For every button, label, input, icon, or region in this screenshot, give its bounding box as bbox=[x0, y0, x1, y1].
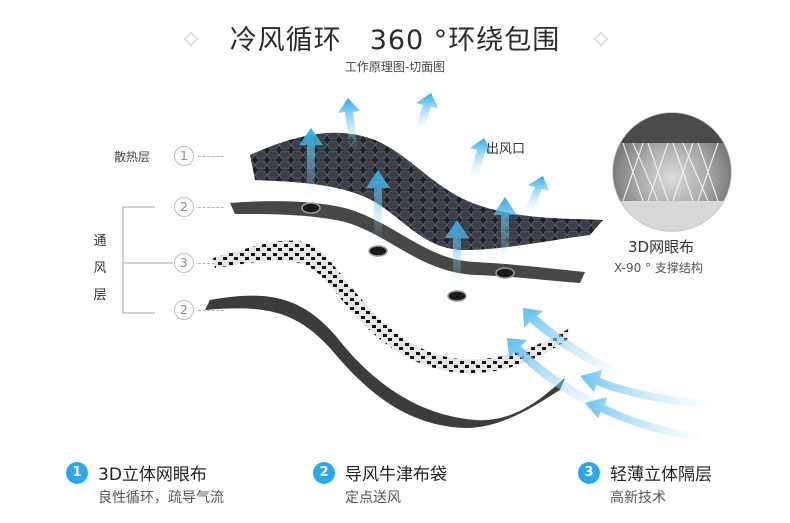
page-title: 冷风循环 360 °环绕包围 bbox=[0, 18, 790, 57]
mesh-closeup-subtitle: X-90 ° 支撑结构 bbox=[614, 261, 703, 275]
air-hole bbox=[368, 245, 388, 257]
feature-number-badge: 3 bbox=[578, 462, 600, 484]
second-oxford-layer bbox=[230, 201, 585, 283]
mesh-closeup-image bbox=[612, 112, 732, 232]
mesh-closeup-title: 3D网眼布 bbox=[628, 238, 695, 256]
vent-char-3: 层 bbox=[93, 288, 107, 303]
page-subtitle: 工作原理图-切面图 bbox=[344, 60, 446, 74]
middle-mesh-layer bbox=[213, 240, 570, 374]
layer-number-1: 1 bbox=[174, 146, 194, 166]
leader-line-3 bbox=[198, 263, 224, 264]
title-right: 360 °环绕包围 bbox=[369, 25, 561, 56]
side-airflow-arrows bbox=[580, 370, 720, 440]
upward-airflow-arrows bbox=[299, 93, 549, 285]
air-hole bbox=[495, 267, 515, 279]
feature-item-3: 3 轻薄立体隔层 高新技术 bbox=[578, 460, 778, 515]
leader-line-4 bbox=[198, 310, 224, 311]
layer-number-2-bottom: 2 bbox=[174, 300, 194, 320]
leader-line-1 bbox=[198, 156, 224, 157]
mesh-fiber-graphic bbox=[613, 113, 731, 231]
heat-layer-label: 散热层 bbox=[114, 150, 151, 164]
feature-title: 轻薄立体隔层 bbox=[610, 465, 712, 485]
layer-number-2-top: 2 bbox=[174, 197, 194, 217]
vent-layer-label: 通 风 层 bbox=[92, 228, 108, 309]
feature-item-2: 2 导风牛津布袋 定点送风 bbox=[313, 460, 513, 515]
title-left: 冷风循环 bbox=[229, 25, 342, 56]
air-hole bbox=[447, 290, 467, 302]
layer-diagram bbox=[205, 93, 625, 428]
feature-desc: 良性循环，疏导气流 bbox=[98, 490, 224, 506]
feature-item-1: 1 3D立体网眼布 良性循环，疏导气流 bbox=[66, 460, 266, 515]
feature-desc: 高新技术 bbox=[610, 490, 666, 506]
vent-char-1: 通 bbox=[93, 234, 107, 249]
top-honeycomb-layer bbox=[250, 132, 603, 250]
leader-line-2 bbox=[198, 207, 224, 208]
outlet-label: 出风口 bbox=[486, 142, 526, 157]
vent-layer-bracket bbox=[122, 206, 173, 314]
feature-desc: 定点送风 bbox=[345, 490, 401, 506]
feature-number-badge: 1 bbox=[66, 462, 88, 484]
layer-number-3: 3 bbox=[174, 253, 194, 273]
air-hole bbox=[301, 202, 321, 214]
feature-title: 导风牛津布袋 bbox=[345, 465, 447, 485]
feature-title: 3D立体网眼布 bbox=[98, 465, 207, 485]
incoming-airflow-arrows bbox=[507, 308, 625, 420]
feature-number-badge: 2 bbox=[313, 462, 335, 484]
vent-char-2: 风 bbox=[93, 261, 107, 276]
